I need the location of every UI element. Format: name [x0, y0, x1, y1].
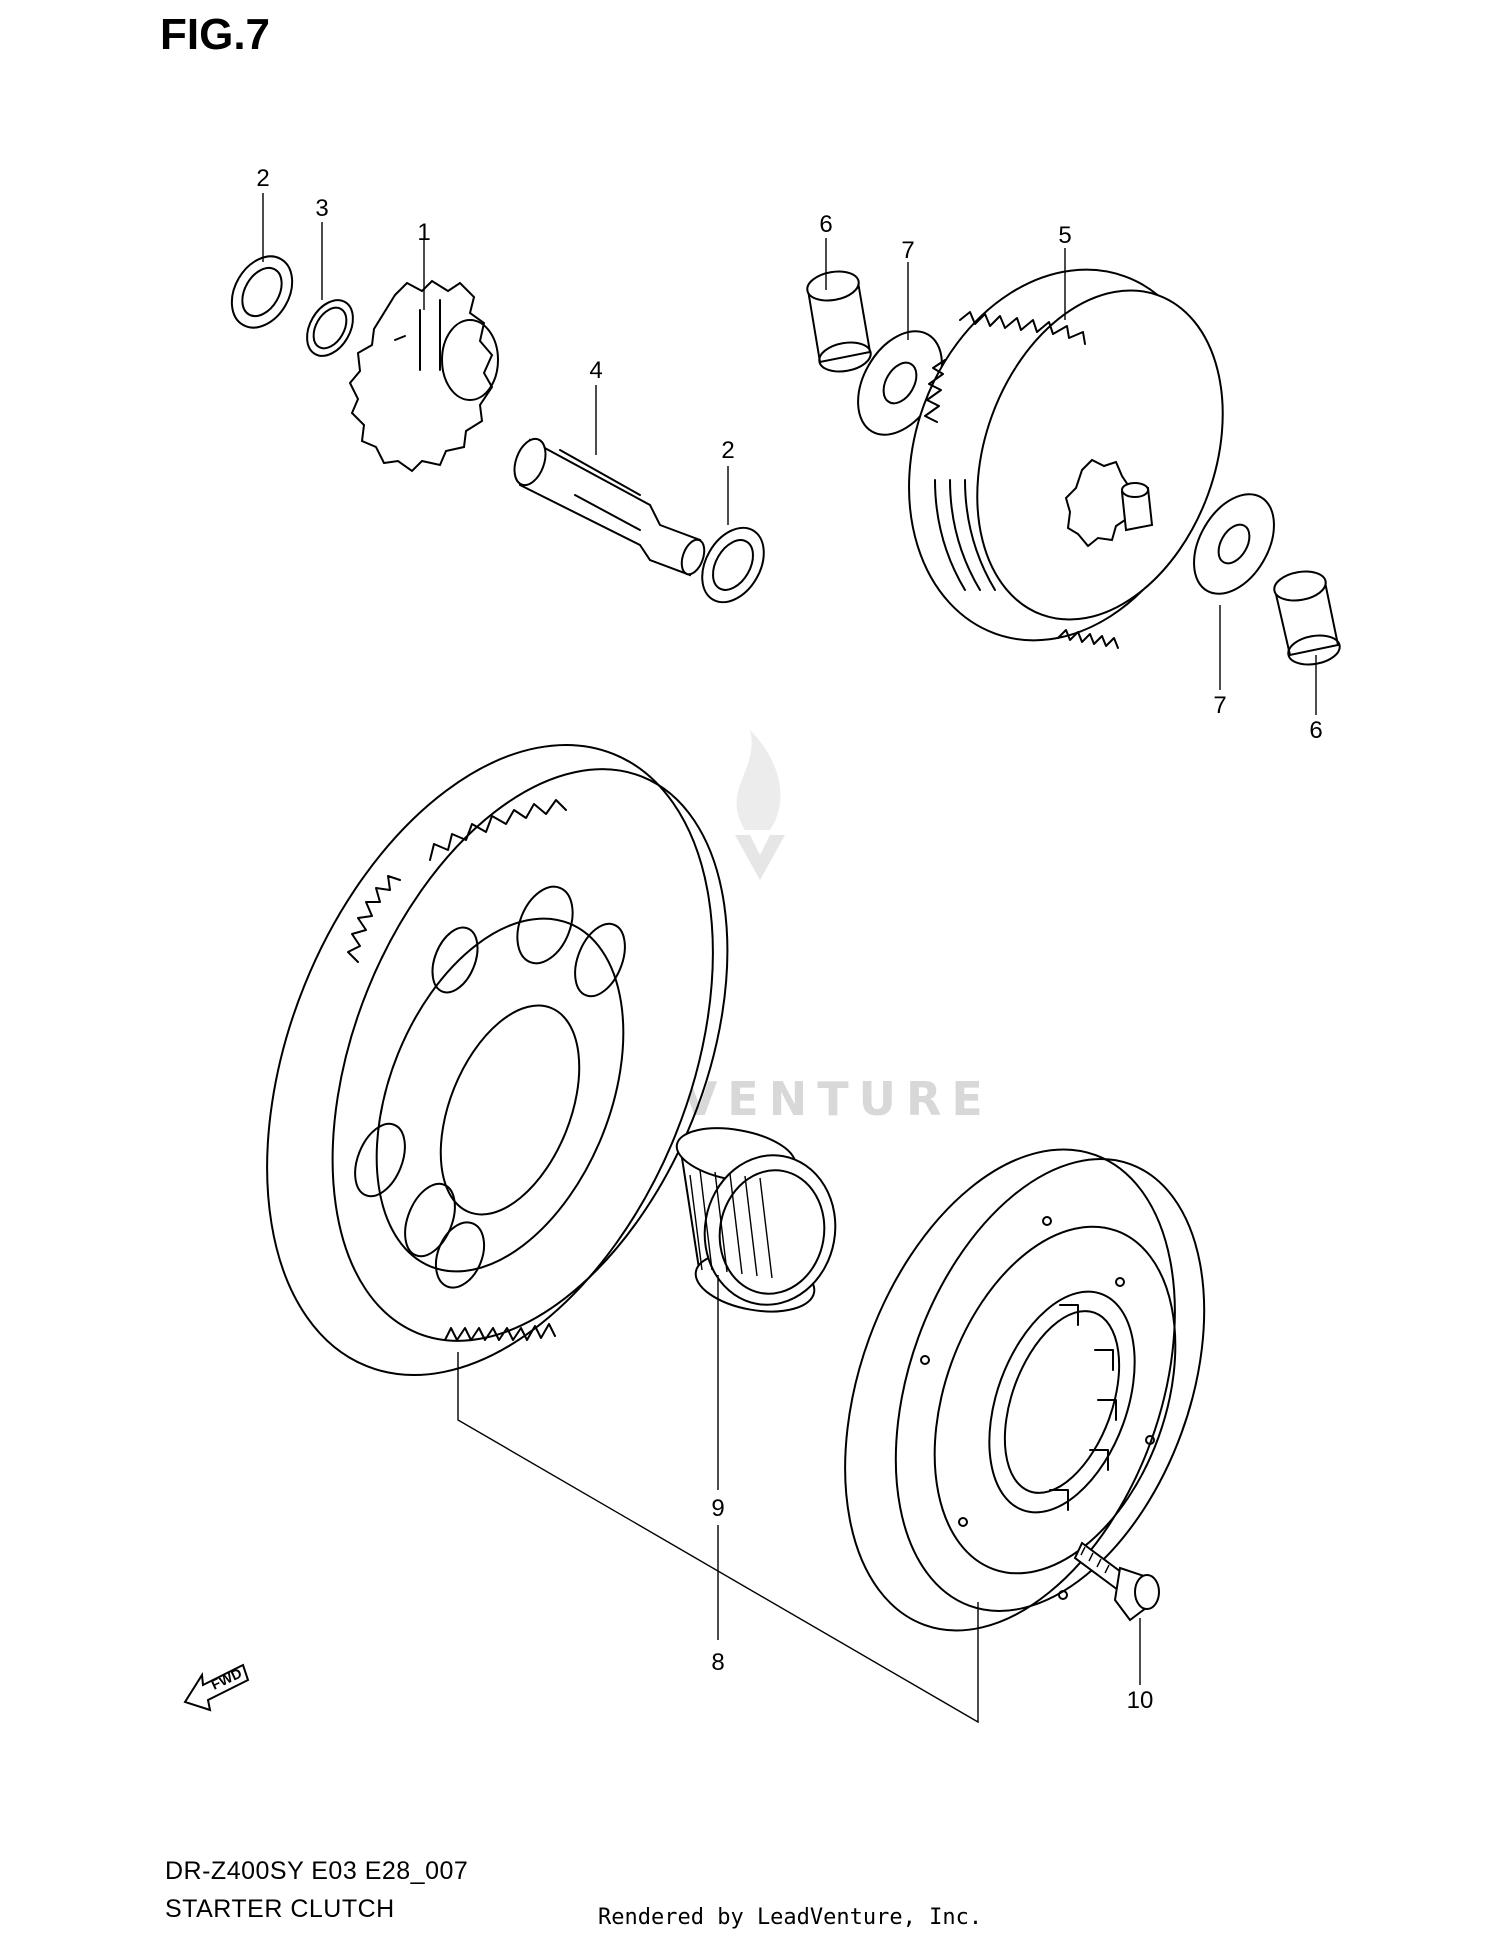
callout-8-driven-gear: 8	[711, 1649, 724, 1676]
rendered-by-credit: Rendered by LeadVenture, Inc.	[598, 1905, 983, 1930]
callout-6-bushing-top: 6	[819, 211, 832, 238]
fwd-direction-arrow: FWD	[183, 1663, 250, 1712]
callout-5-starter-gear: 5	[1058, 222, 1071, 249]
part-bolt-10	[1073, 1541, 1160, 1622]
section-name: STARTER CLUTCH	[165, 1895, 395, 1923]
part-starter-clutch-assembly	[844, 1148, 1206, 1632]
part-thrust-washer-7-bottom	[1193, 493, 1275, 595]
callout-3-circlip: 3	[315, 195, 328, 222]
callout-7-washer-bottom: 7	[1213, 692, 1226, 719]
part-needle-bearing-9	[675, 1127, 837, 1313]
callout-6-bushing-bottom: 6	[1309, 717, 1322, 744]
callout-9-needle-bearing: 9	[711, 1495, 724, 1522]
callout-2-washer-left: 2	[256, 165, 269, 192]
callout-7-washer-top: 7	[901, 237, 914, 264]
part-starter-driven-gear-8	[266, 743, 729, 1377]
callout-1-gear: 1	[417, 219, 430, 246]
part-thrust-washer-7-top	[857, 330, 943, 436]
part-bushing-6-bottom	[1273, 570, 1341, 666]
leader-lines	[262, 193, 1317, 1724]
callout-4-shaft: 4	[589, 357, 602, 384]
part-starter-gear-5	[908, 268, 1224, 649]
part-bushing-6-top	[806, 270, 872, 373]
figure-title: FIG.7	[160, 10, 271, 59]
part-washer-2-right	[701, 526, 765, 604]
callout-numbers: 2 3 1 4 2 6 7 5 7 6 9 8 10	[256, 165, 1322, 1714]
part-circlip-3	[306, 299, 354, 357]
part-shaft-4	[513, 437, 706, 577]
callout-2-washer-right: 2	[721, 437, 734, 464]
part-washer-2-left	[230, 255, 294, 329]
part-idle-gear-1	[348, 279, 499, 473]
model-code: DR-Z400SY E03 E28_007	[165, 1857, 469, 1885]
callout-10-bolt: 10	[1127, 1687, 1154, 1714]
